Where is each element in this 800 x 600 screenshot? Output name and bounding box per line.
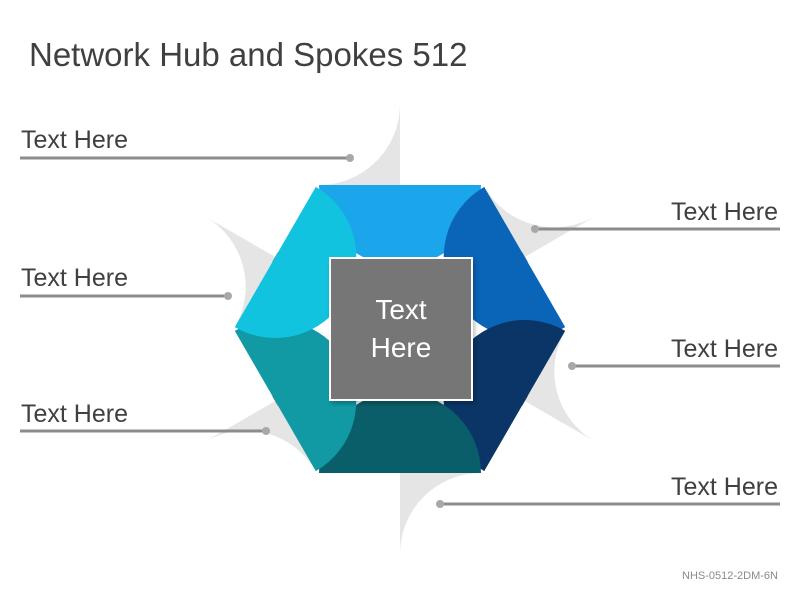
leader-dot-3 xyxy=(224,292,232,300)
hub-label-line2: Here xyxy=(370,332,432,363)
hub-box xyxy=(329,257,473,401)
segment-top-shade xyxy=(319,104,400,185)
leader-dot-6 xyxy=(436,500,444,508)
hub-label: Text Here xyxy=(330,258,472,400)
leader-dot-1 xyxy=(346,154,354,162)
segment-bottom-left-shade xyxy=(205,401,316,472)
page-title: Network Hub and Spokes 512 xyxy=(29,36,468,73)
leader-lines xyxy=(20,154,780,508)
segment-top-right-shade xyxy=(484,186,595,257)
footer-code: NHS-0512-2DM-6N xyxy=(682,570,778,582)
leader-dot-5 xyxy=(262,427,270,435)
segment-top-left xyxy=(234,186,357,338)
leader-dot-2 xyxy=(531,225,539,233)
segment-bottom-right-shade xyxy=(524,330,595,442)
label-right-lower: Text Here xyxy=(671,473,778,501)
label-left-middle: Text Here xyxy=(21,264,128,292)
label-right-middle: Text Here xyxy=(671,335,778,363)
segment-bottom-left xyxy=(234,320,357,472)
segment-bottom xyxy=(319,392,481,473)
label-top-left-upper: Text Here xyxy=(21,126,128,154)
segments xyxy=(205,104,595,554)
label-left-lower: Text Here xyxy=(21,400,128,428)
segment-top-right xyxy=(443,186,566,338)
segment-bottom-right xyxy=(443,319,566,472)
hub-label-line1: Text xyxy=(375,294,427,325)
segment-bottom-shade xyxy=(400,473,481,554)
segment-top-left-shade xyxy=(205,216,276,328)
segment-top xyxy=(319,185,481,266)
leader-dot-4 xyxy=(568,362,576,370)
label-right-upper: Text Here xyxy=(671,198,778,226)
